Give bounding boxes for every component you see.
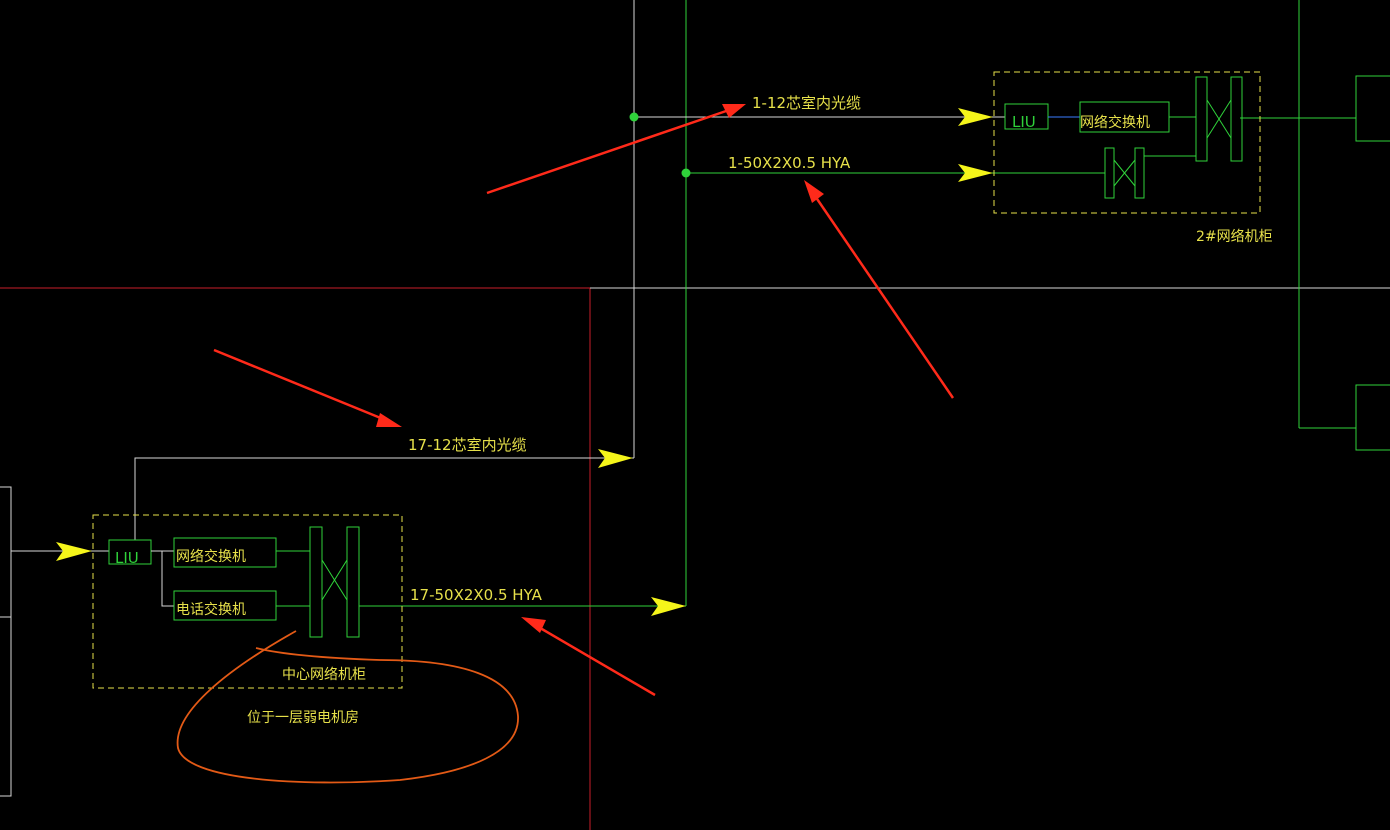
central-network-switch-box [173,537,277,568]
upper-fiber-node [629,112,639,122]
cabinet-2: LIU 网络交换机 2#网络机柜 [993,71,1273,245]
markup-annotations [176,104,955,784]
lower-fiber-line [134,457,634,540]
lower-copper-arrow [651,597,686,616]
red-arrow-to-lower-copper [521,617,656,697]
cabinet-2-patch-cross-b [1206,99,1232,139]
central-liu-label: LIU [115,549,139,567]
cabinet-2-liu-label: LIU [1012,113,1036,131]
cabinet-2-mdf-left [1104,147,1115,199]
cabinet-2-boundary [993,71,1261,214]
cabinet-2-patch-left [1195,76,1208,162]
red-arrow-to-upper-fiber [486,104,746,195]
upper-fiber-label: 1-12芯室内光缆 [752,94,861,112]
cabinet-2-switch-label: 网络交换机 [1080,114,1150,131]
central-cabinet: LIU 网络交换机 电话交换机 中心网络机柜 位于一层弱电机房 [92,514,403,726]
red-arrow-to-lower-fiber [213,348,402,427]
central-liu-to-phone-switch [161,551,174,607]
cabinet-2-patch-right [1230,76,1243,162]
right-edge-box-upper [1355,75,1390,142]
central-phone-switch-label: 电话交换机 [176,601,246,618]
lower-feed-lines: 17-12芯室内光缆 17-50X2X0.5 HYA [11,436,686,616]
lower-fiber-label: 17-12芯室内光缆 [408,436,527,454]
central-cabinet-boundary [92,514,403,689]
left-edge-box [0,486,12,797]
trunk-lines [0,0,1390,797]
lower-fiber-arrow [598,449,633,468]
central-location-note: 位于一层弱电机房 [247,710,359,726]
cabinet-2-mdf-cross-b [1113,159,1136,187]
cabinet-2-label: 2#网络机柜 [1196,229,1273,245]
central-patch-right [346,526,360,638]
red-arrow-to-upper-copper [804,180,955,399]
central-liu-box [108,539,152,565]
upper-fiber-arrow [958,108,993,126]
upper-copper-label: 1-50X2X0.5 HYA [728,154,851,172]
orange-highlight-ellipse [176,630,519,784]
upper-feed-lines: 1-12芯室内光缆 1-50X2X0.5 HYA [629,94,1105,182]
drawing-frame-lines [0,287,1390,830]
upper-copper-node [681,168,691,178]
central-network-switch-label: 网络交换机 [176,548,246,565]
upper-copper-arrow [958,164,993,182]
central-patch-cross-b [321,559,348,601]
lower-copper-label: 17-50X2X0.5 HYA [410,586,543,604]
central-cabinet-label: 中心网络机柜 [282,667,366,683]
cabinet-2-mdf-right [1134,147,1145,199]
input-arrow [56,542,92,561]
right-edge-box-lower [1355,384,1390,451]
central-patch-left [309,526,323,638]
